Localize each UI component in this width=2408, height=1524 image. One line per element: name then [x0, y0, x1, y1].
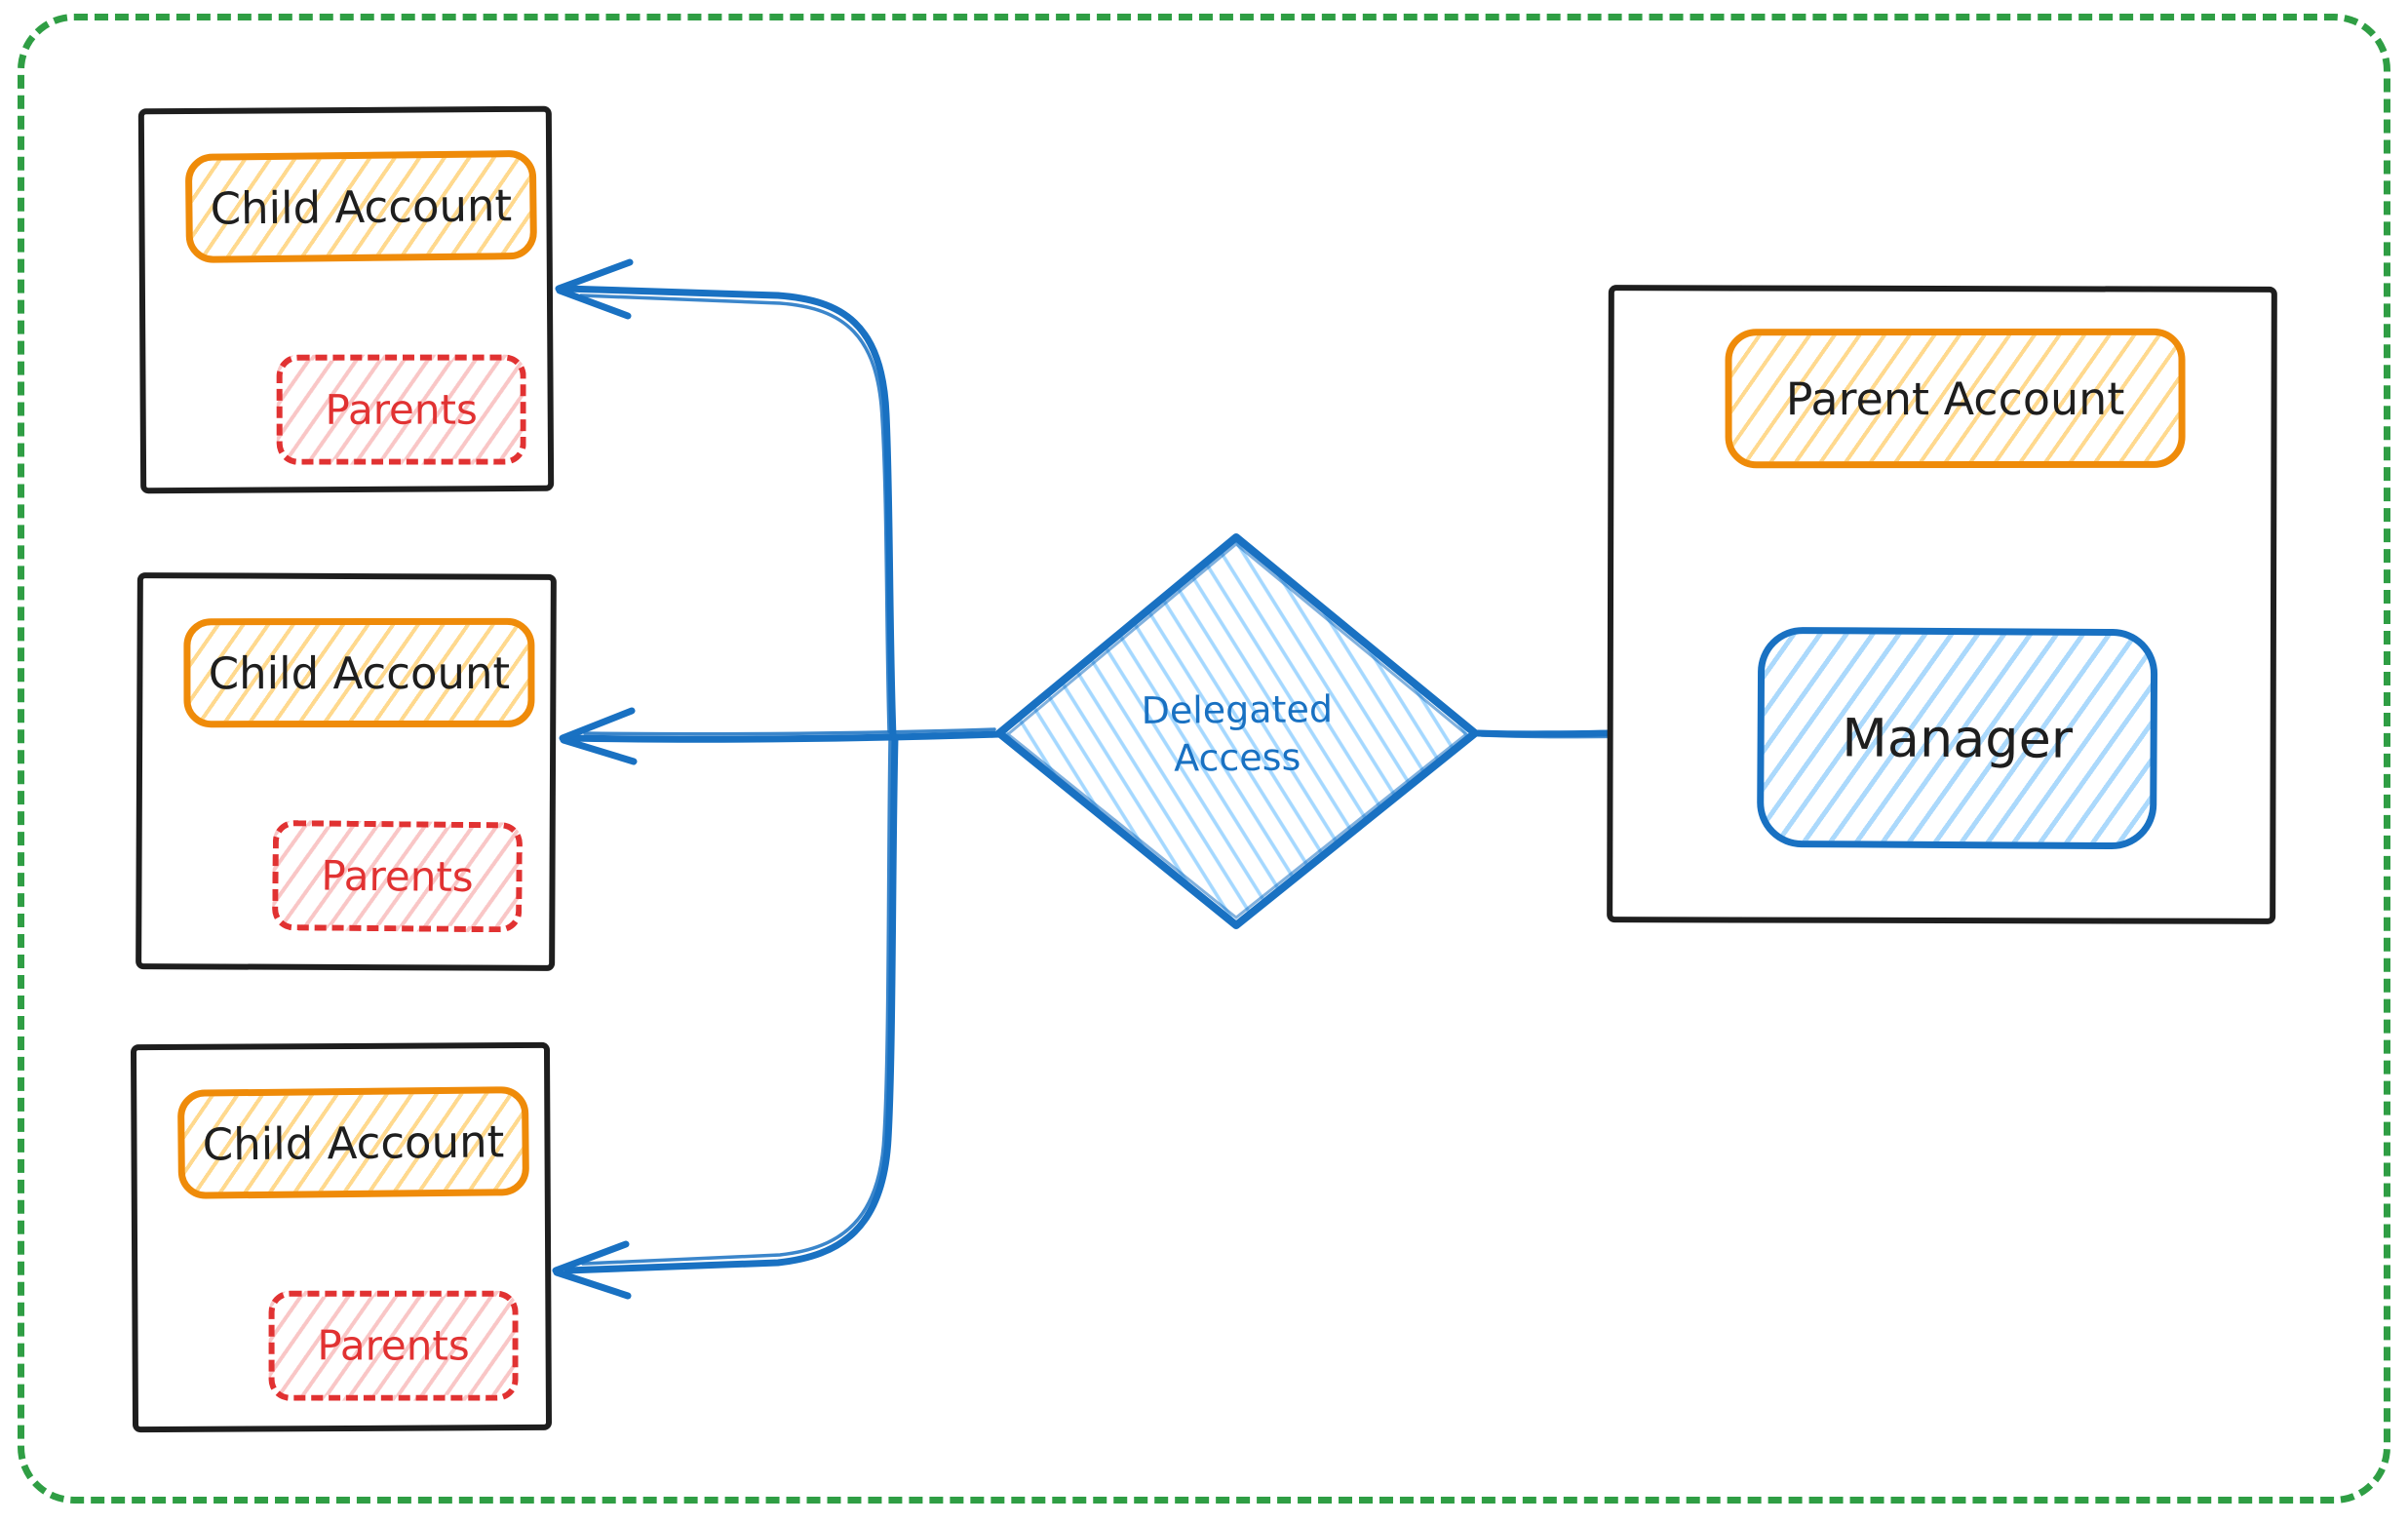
manager-label: Manager	[1842, 706, 2074, 770]
arrow-delegated-to-child-1	[555, 258, 897, 741]
child-account-pill: Child Account	[183, 617, 535, 728]
parent-account-label: Parent Account	[1785, 371, 2125, 425]
child-account-label: Child Account	[202, 1114, 505, 1171]
child-account-label: Child Account	[210, 178, 513, 235]
child-account-pill: Child Account	[176, 1086, 530, 1199]
manager-node: Manager	[1756, 626, 2158, 850]
parents-pill: Parents	[268, 1290, 519, 1401]
parents-label: Parents	[321, 851, 474, 901]
parents-pill: Parents	[276, 354, 526, 465]
child-account-box-3: Child Account Parents	[130, 1041, 553, 1433]
arrow-delegated-to-child-2	[559, 707, 1004, 765]
parent-account-box: Parent Account Manager	[1607, 285, 2277, 924]
child-account-pill: Child Account	[184, 149, 538, 263]
parents-label: Parents	[325, 385, 478, 434]
parent-account-pill: Parent Account	[1725, 328, 2186, 469]
child-account-box-1: Child Account Parents	[137, 105, 555, 494]
child-account-box-2: Child Account Parents	[136, 572, 557, 971]
parents-label: Parents	[317, 1321, 470, 1370]
delegated-access-label: Delegated Access	[1141, 686, 1334, 780]
canvas-dashed-border	[18, 14, 2390, 1504]
arrow-delegated-to-child-3	[552, 734, 899, 1300]
parents-pill: Parents	[271, 820, 524, 933]
delegated-access-diamond	[995, 533, 1479, 929]
child-account-label: Child Account	[208, 646, 511, 699]
